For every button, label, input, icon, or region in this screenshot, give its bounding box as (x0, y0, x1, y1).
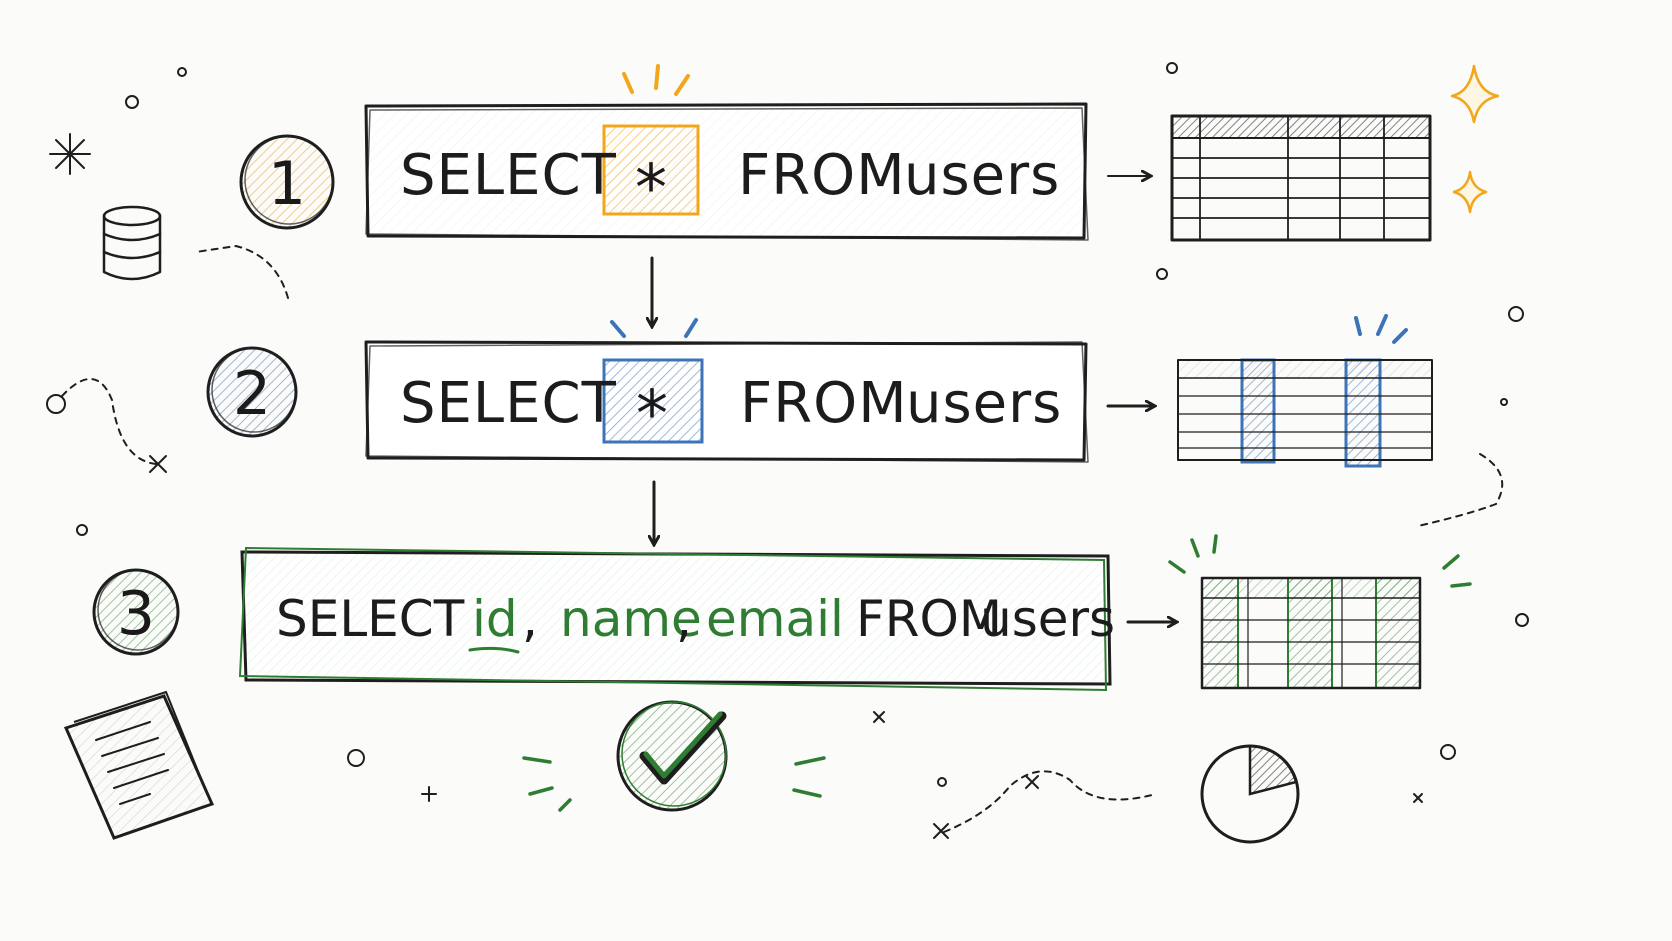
step-2-selected-column-b (1344, 358, 1382, 468)
step-3-separator-2: , (676, 590, 692, 648)
step-1-star-highlight (602, 124, 700, 216)
decorative-doodles (46, 62, 1529, 839)
step-3-column-name: name (560, 590, 702, 648)
step-2-from: FROM (740, 371, 908, 436)
pie-chart-icon (1200, 744, 1300, 844)
step-2-emphasis-marks (610, 318, 698, 338)
step-3: 3 SELECT id , name , email FROM users (92, 534, 1472, 692)
step-3-id-underline (468, 646, 520, 654)
step-1-keyword: SELECT (400, 143, 617, 208)
step-1-table: users (904, 143, 1060, 208)
step-3-result-table (1200, 576, 1422, 690)
step-2-columns: * (636, 378, 668, 452)
step-3-table: users (980, 590, 1115, 648)
step-2-number: 2 (233, 359, 271, 429)
step-2-result-table (1177, 358, 1433, 468)
step-1-result-table (1170, 114, 1432, 242)
step-2-table-emphasis (1354, 314, 1408, 344)
sparkle-icon (1450, 64, 1500, 214)
document-icon (63, 690, 215, 840)
step-2-star-highlight (602, 358, 704, 444)
step-2-query-box: SELECT * FROM users (364, 340, 1089, 463)
step-3-from: FROM (856, 590, 1002, 648)
step-1-emphasis-marks (622, 64, 690, 96)
database-icon (102, 205, 162, 281)
step-2-keyword: SELECT (400, 371, 617, 436)
step-3-query-box: SELECT id , name , email FROM users (238, 546, 1115, 692)
step-2-selected-column-a (1240, 358, 1276, 464)
step-1: 1 SELECT * FROM users (239, 64, 1432, 242)
step-1-from: FROM (738, 143, 906, 208)
checkmark-icon (522, 700, 826, 812)
step-3-number: 3 (117, 579, 155, 649)
step-1-columns: * (635, 152, 667, 226)
step-1-number: 1 (268, 149, 306, 219)
step-1-query-box: SELECT * FROM users (364, 102, 1089, 241)
step-2-table: users (906, 371, 1062, 436)
step-2-badge: 2 (206, 346, 298, 438)
step-3-keyword: SELECT (276, 590, 465, 648)
step-3-column-id: id (472, 590, 518, 648)
step-3-column-email: email (706, 590, 844, 648)
step-3-badge: 3 (92, 568, 180, 656)
step-3-table-emphasis (1168, 534, 1472, 588)
step-1-badge: 1 (239, 134, 335, 230)
step-2: 2 SELECT * FROM users (206, 314, 1433, 468)
step-3-separator-1: , (522, 590, 538, 648)
